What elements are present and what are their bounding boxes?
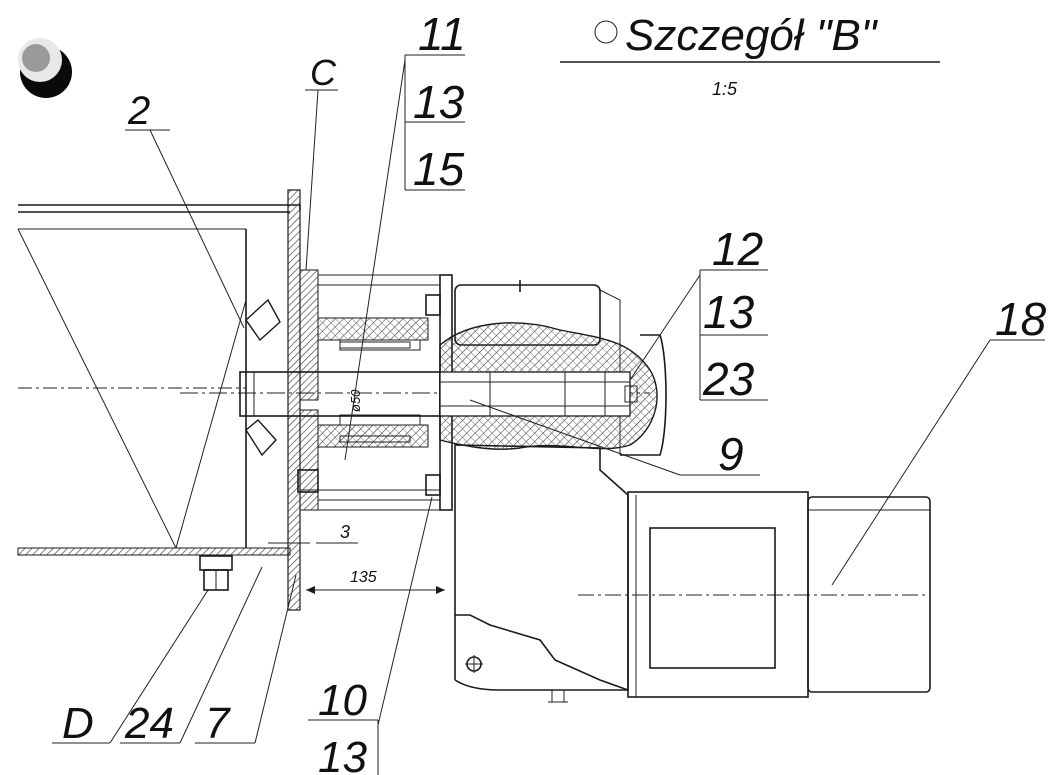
label-13-right: 13 bbox=[703, 286, 755, 338]
dimension-135: 135 bbox=[350, 569, 377, 586]
electric-motor bbox=[627, 491, 931, 698]
bolt-top bbox=[425, 294, 441, 316]
shaft-diameter-label: ø50 bbox=[348, 389, 363, 412]
label-13-bottom: 13 bbox=[318, 733, 367, 775]
ink-blob-logo bbox=[18, 38, 72, 98]
view-title-text: Szczegół "B" bbox=[625, 11, 879, 60]
label-18: 18 bbox=[995, 293, 1047, 345]
gearbox-body bbox=[454, 444, 930, 703]
label-2: 2 bbox=[127, 89, 150, 133]
label-23: 23 bbox=[702, 353, 755, 405]
label-13-top: 13 bbox=[413, 76, 465, 128]
drain-plug bbox=[199, 555, 233, 571]
label-c: C bbox=[310, 52, 337, 93]
label-15: 15 bbox=[413, 143, 465, 195]
label-11: 11 bbox=[418, 8, 466, 60]
trough-housing bbox=[17, 204, 300, 591]
gearbox-drain bbox=[551, 689, 565, 703]
label-7: 7 bbox=[205, 699, 231, 748]
label-24: 24 bbox=[124, 699, 174, 748]
label-3: 3 bbox=[340, 522, 350, 542]
label-12: 12 bbox=[712, 223, 763, 275]
part-labels: C 2 11 13 15 12 13 23 18 9 3 135 D 24 7 … bbox=[62, 8, 1047, 775]
circle-view-marker-icon bbox=[594, 20, 618, 44]
end-plate bbox=[287, 189, 319, 611]
label-d: D bbox=[62, 699, 94, 748]
bearing-sleeve bbox=[245, 298, 429, 457]
label-10: 10 bbox=[318, 676, 367, 725]
leader-lines bbox=[52, 54, 1045, 775]
gear-housing bbox=[439, 280, 667, 456]
bolt-bottom bbox=[425, 474, 441, 496]
label-9: 9 bbox=[718, 428, 744, 480]
view-title: Szczegół "B" 1:5 bbox=[560, 11, 940, 99]
view-scale: 1:5 bbox=[712, 79, 738, 99]
